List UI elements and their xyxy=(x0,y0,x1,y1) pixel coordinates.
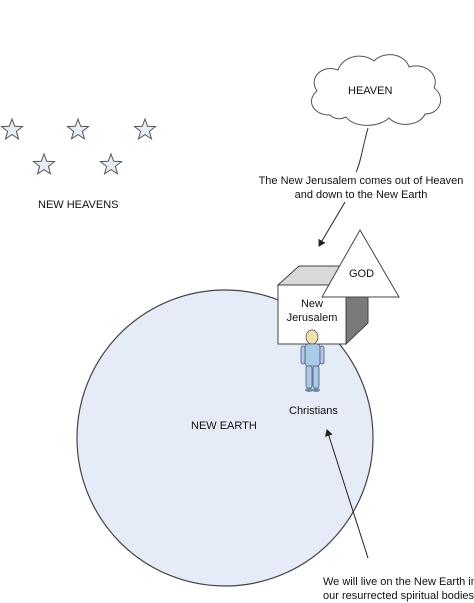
new-earth-label: NEW EARTH xyxy=(191,420,257,432)
new-heavens-label: NEW HEAVENS xyxy=(38,199,119,211)
new-jerusalem-line-2: Jerusalem xyxy=(286,312,338,324)
arrow-callout-to-box xyxy=(318,201,346,247)
new-earth-circle xyxy=(76,289,374,587)
god-label: GOD xyxy=(349,268,375,280)
christians-label: Christians xyxy=(289,405,338,417)
bottom-callout-text: We will live on the New Earth in our res… xyxy=(323,575,474,603)
arrow-callout-to-person xyxy=(325,429,369,559)
god-triangle xyxy=(321,228,400,298)
stars-group xyxy=(0,117,157,176)
christian-figure-icon xyxy=(300,329,325,392)
new-jerusalem-line-1: New xyxy=(300,298,323,310)
heaven-callout-line-1: The New Jerusalem comes out of Heaven xyxy=(258,175,464,187)
heaven-label: HEAVEN xyxy=(348,85,393,97)
star-icon xyxy=(133,117,157,141)
heaven-callout-text: The New Jerusalem comes out of Heaven an… xyxy=(246,174,474,202)
star-icon xyxy=(0,117,24,141)
star-icon xyxy=(66,117,90,141)
star-icon xyxy=(99,152,123,176)
star-icon xyxy=(32,152,56,176)
new-jerusalem-label: New Jerusalem xyxy=(280,297,344,325)
bottom-callout-line-1: We will live on the New Earth in xyxy=(323,576,474,588)
bottom-callout-line-2: our resurrected spiritual bodies. xyxy=(323,590,474,602)
heaven-cloud xyxy=(311,54,442,126)
heaven-callout-line-2: and down to the New Earth xyxy=(294,189,428,201)
arrow-heaven-to-earth xyxy=(355,127,369,173)
